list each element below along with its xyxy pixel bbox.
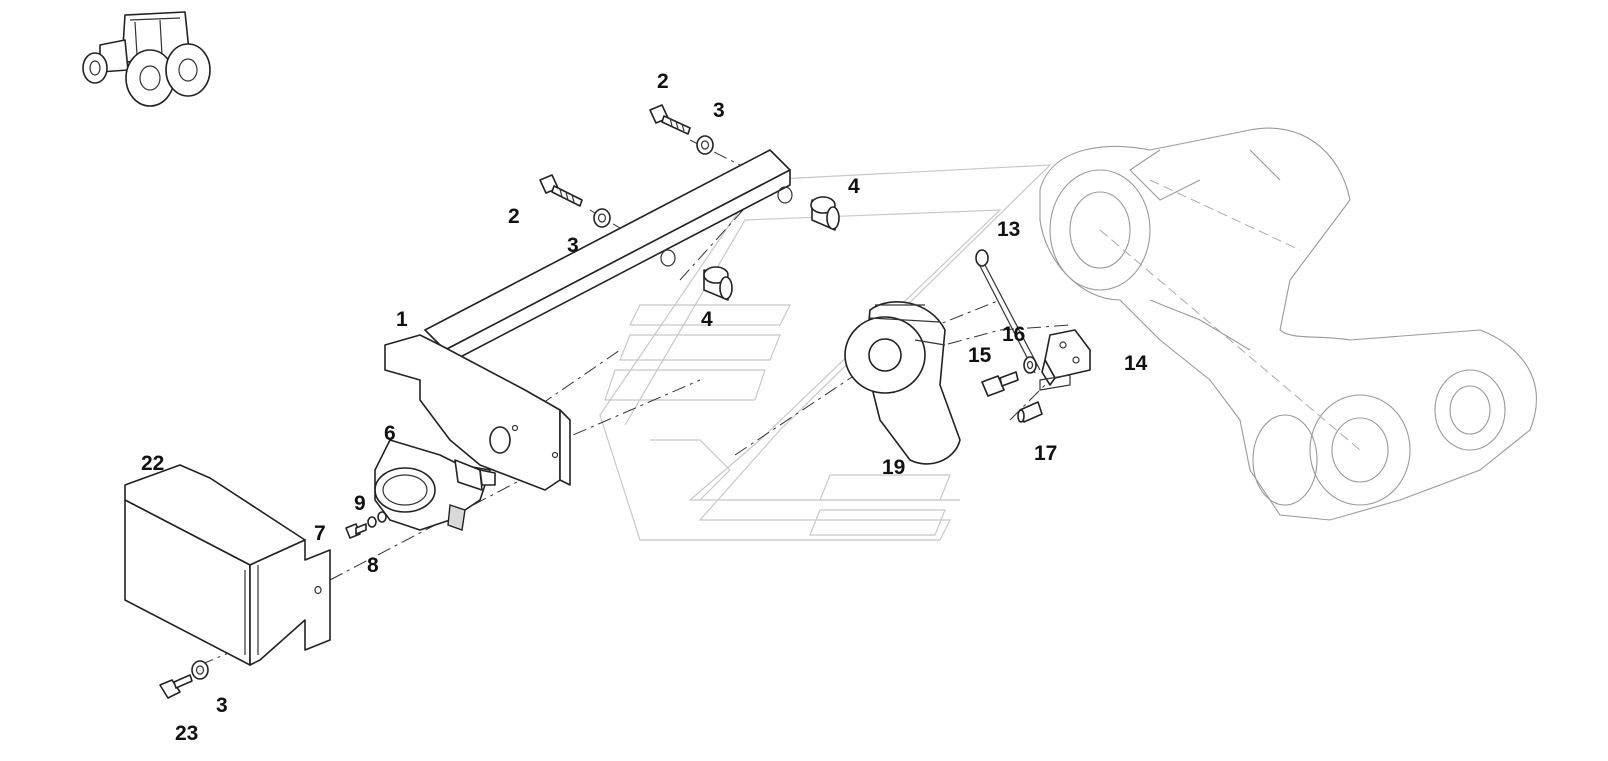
bracket-14 [1039,329,1091,391]
tractor-icon [82,11,211,107]
callout-16: 16 [1002,323,1025,346]
sensor-cover [124,464,331,666]
callout-1: 1 [396,308,408,331]
callout-7: 7 [314,522,326,545]
callout-17: 17 [1034,442,1057,465]
callout-13: 13 [997,218,1020,241]
callout-3-upper: 3 [713,99,725,122]
washer-9 [377,511,387,523]
callout-19: 19 [882,456,905,479]
washer-upper [696,135,714,155]
washer-8 [367,516,377,528]
callout-labels: 2 3 4 2 3 4 1 13 16 15 14 6 22 19 17 9 7… [141,70,1148,745]
callout-3-lower: 3 [567,234,579,257]
spacer-lower [703,266,733,301]
bracket-bar [384,149,793,491]
pin-17 [1017,401,1043,423]
split-pin-13 [975,249,1041,374]
cam-lever [844,301,961,465]
callout-6: 6 [384,422,396,445]
callout-2-lower: 2 [508,205,520,228]
callout-3-bottom: 3 [216,694,228,717]
callout-4-upper: 4 [848,175,860,198]
callout-8: 8 [367,554,379,577]
screw-15 [981,371,1019,397]
callout-2-upper: 2 [657,70,669,93]
bolt-23 [159,674,193,699]
callout-9: 9 [354,492,366,515]
callout-14: 14 [1124,352,1148,375]
position-sensor [374,439,496,531]
washer-3-lower [191,660,209,680]
bolt-lower [539,174,583,207]
spacer-upper [810,196,840,231]
callout-23: 23 [175,722,198,745]
callout-22: 22 [141,452,164,475]
washer-lower [593,208,611,228]
bolt-upper [649,104,691,135]
lift-arm-outline [1039,127,1537,521]
screw-7 [345,523,367,539]
washer-16 [1023,356,1037,374]
callout-4-lower: 4 [701,308,713,331]
callout-15: 15 [968,344,992,367]
